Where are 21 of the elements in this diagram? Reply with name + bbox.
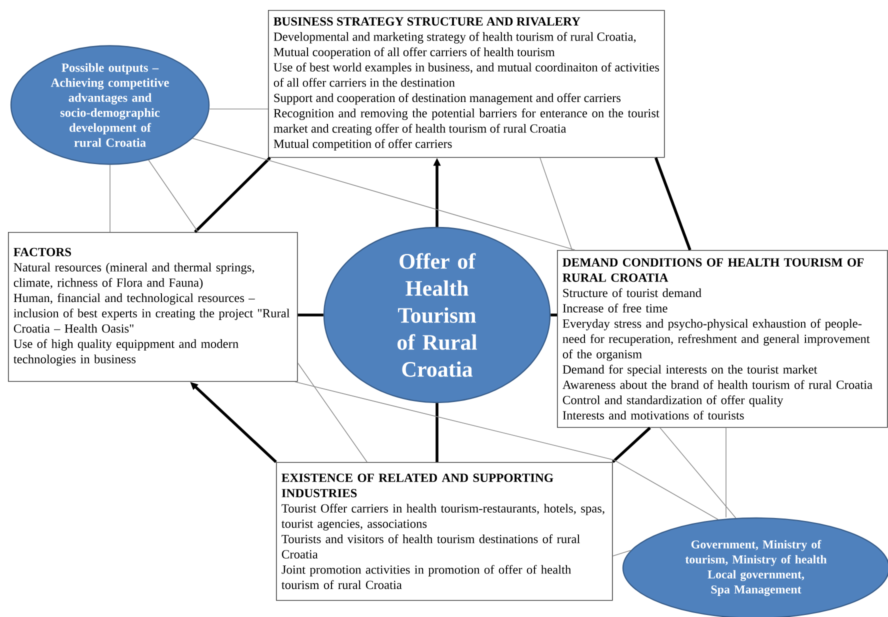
- connector-line: [660, 427, 736, 518]
- connector-line: [612, 550, 632, 556]
- text-box: EXISTENCE OF RELATED AND SUPPORTING INDUSTRIES Tourist Offer carriers in health tourism-restaurants, hotels, spas, tourist agencies, associations Tourists and visitors of health tourism destinations of rural Croatia Joint promotion activities in promotion of offer of health tourism of rural Croatia: [276, 462, 613, 601]
- ellipse-node: Government, Ministry of tourism, Ministry of health Local government, Spa Management: [622, 517, 888, 617]
- connector-line: [540, 157, 572, 250]
- connector-line: [294, 381, 718, 520]
- connector-line: [148, 160, 198, 232]
- connector-line: [194, 156, 271, 233]
- text-box: BUSINESS STRATEGY STRUCTURE AND RIVALERY Developmental and marketing strategy of health tourism of rural Croatia, Mutual cooperation of all offer carriers of health tourism Use of best world examples in business, and mutual coordinaiton of activities of all offer carriers in the destination Support and cooperation of destination management and offer carriers Recognition and removing the potential barriers for enterance on the tourist market and creating offer of health tourism of rural Croatia Mutual competition of offer carriers: [268, 10, 665, 158]
- connector-line: [297, 362, 368, 462]
- connector-line: [654, 157, 692, 250]
- ellipse-node: Possible outputs – Achieving competitive advantages and socio-demographic development of rural Croatia: [10, 45, 210, 165]
- text-box: FACTORS Natural resources (mineral and thermal springs, climate, richness of Flora and Fauna) Human, financial and technological resources – inclusion of best experts in creating the project "Rural Croatia – Health Oasis" Use of high quality equippment and modern technologies in business: [8, 232, 298, 382]
- connector-line: [550, 314, 557, 316]
- connector-line: [192, 138, 576, 250]
- connector-line: [298, 314, 324, 316]
- text-box: DEMAND CONDITIONS OF HEALTH TOURISM OF RURAL CROATIA Structure of tourist demand Increase of free time Everyday stress and psycho-physical exhaustion of people- need for recuperation, refreshment and general improvement of the organism Demand for special interests on the tourist market Awareness about the brand of health tourism of rural Croatia Control and standardization of offer quality Interests and motivations of tourists: [557, 250, 888, 428]
- connector-line: [209, 108, 268, 110]
- connector-line: [612, 426, 651, 464]
- ellipse-node: Offer of Health Tourism of Rural Croatia: [323, 226, 551, 404]
- connector-line: [436, 403, 438, 462]
